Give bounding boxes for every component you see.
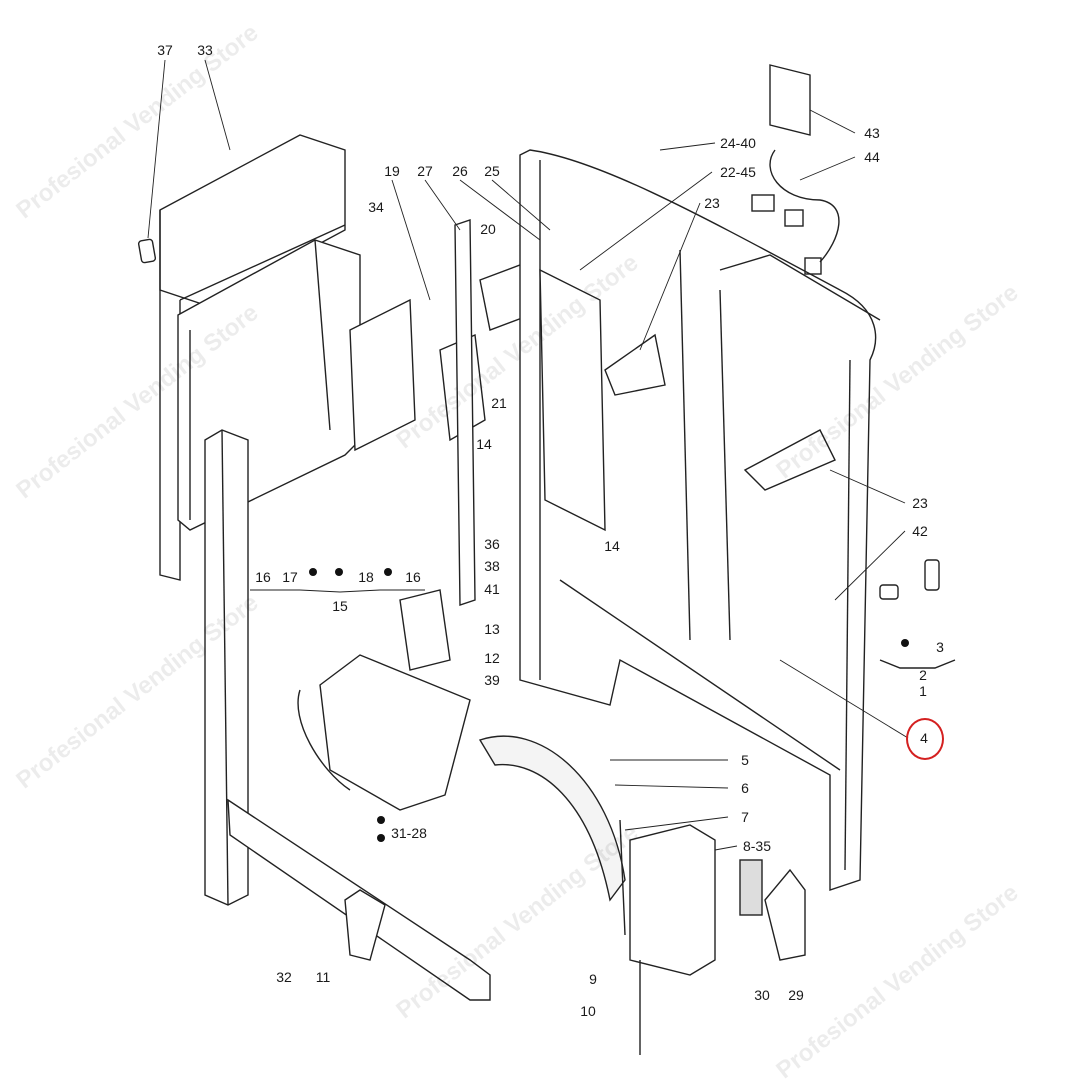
part-label: 3 [936,639,944,655]
part-label: 42 [912,523,928,539]
part-label: 23 [912,495,928,511]
hinge-cover [619,819,806,1055]
highlight-circle-part-4 [906,718,944,760]
cabinet-housing [137,134,346,581]
part-dot [901,639,909,647]
curved-plate [478,735,626,902]
part-label: 14 [476,436,492,452]
part-label: 20 [480,221,496,237]
part-label: 11 [315,969,331,985]
brackets [349,219,531,606]
part-label: 6 [741,780,749,796]
coin-tray [297,589,471,811]
part-dot [377,816,385,824]
part-dot [384,568,392,576]
part-dot [377,834,385,842]
part-dot [309,568,317,576]
part-label: 7 [741,809,749,825]
part-label: 24-40 [720,135,756,151]
part-label: 18 [358,569,374,585]
part-label-highlighted: 4 [920,730,928,746]
lock-assembly [879,559,956,669]
part-label: 22-45 [720,164,756,180]
part-label: 38 [484,558,500,574]
part-label: 36 [484,536,500,552]
part-label: 43 [864,125,880,141]
part-label: 16 [255,569,271,585]
part-label: 31-28 [391,825,427,841]
part-dot [335,568,343,576]
part-label: 10 [580,1003,596,1019]
part-label: 2 [919,667,927,683]
electronics-board [751,64,840,275]
part-label: 44 [864,149,880,165]
part-label: 30 [754,987,770,1003]
part-label: 41 [484,581,500,597]
part-label: 23 [704,195,720,211]
part-label: 1 [919,683,927,699]
part-label: 37 [157,42,173,58]
part-label: 9 [589,971,597,987]
part-label: 29 [788,987,804,1003]
part-label: 5 [741,752,749,768]
part-label: 17 [282,569,298,585]
left-frame-bar [204,429,491,1001]
part-label: 25 [484,163,500,179]
part-label: 13 [484,621,500,637]
part-label: 8-35 [742,838,772,854]
leader-lines [147,59,909,851]
part-label: 34 [368,199,384,215]
part-label: 21 [491,395,507,411]
part-label: 27 [417,163,433,179]
part-label: 32 [276,969,292,985]
part-label: 15 [332,598,348,614]
part-label: 39 [484,672,500,688]
part-label: 14 [604,538,620,554]
part-label: 16 [405,569,421,585]
part-label: 33 [197,42,213,58]
part-label: 26 [452,163,468,179]
part-label: 19 [384,163,400,179]
door-frame [519,149,881,891]
part-label: 12 [484,650,500,666]
